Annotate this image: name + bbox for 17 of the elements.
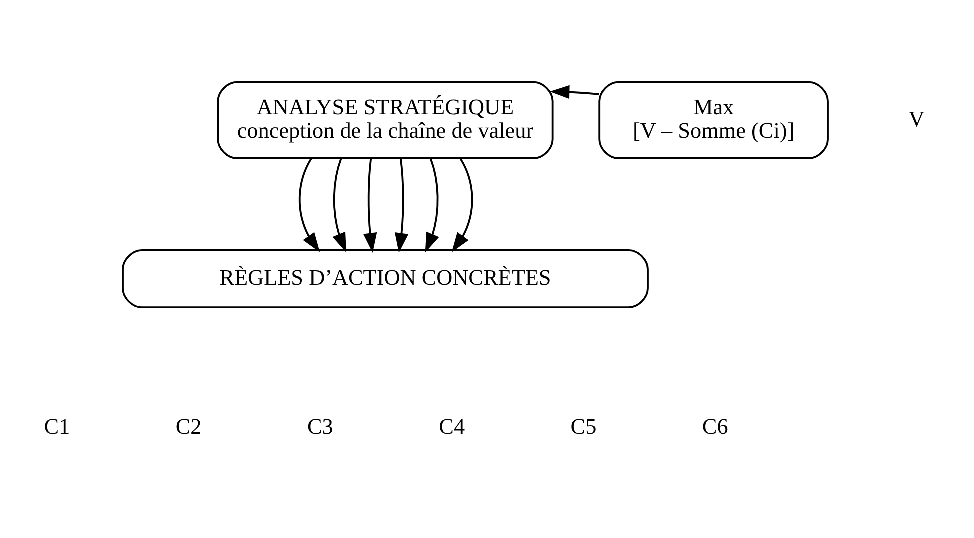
arrow <box>298 158 320 252</box>
arrow <box>332 158 347 252</box>
arrow <box>550 84 600 99</box>
arrow <box>425 158 440 252</box>
arrow <box>452 158 474 252</box>
label: C2 <box>176 413 202 438</box>
arrow <box>363 158 378 252</box>
label: C6 <box>702 413 728 438</box>
arrow <box>394 158 409 252</box>
label: C3 <box>308 413 334 438</box>
label: C4 <box>439 413 466 438</box>
label: V <box>908 106 925 131</box>
node-box: ANALYSE STRATÉGIQUE conception de la chaîne de valeur <box>217 80 554 159</box>
label: C5 <box>570 413 597 438</box>
node-box: RÈGLES D’ACTION CONCRÈTES <box>122 249 649 308</box>
node-box: Max [V – Somme (Ci)] <box>598 80 829 159</box>
label: C1 <box>44 413 70 438</box>
